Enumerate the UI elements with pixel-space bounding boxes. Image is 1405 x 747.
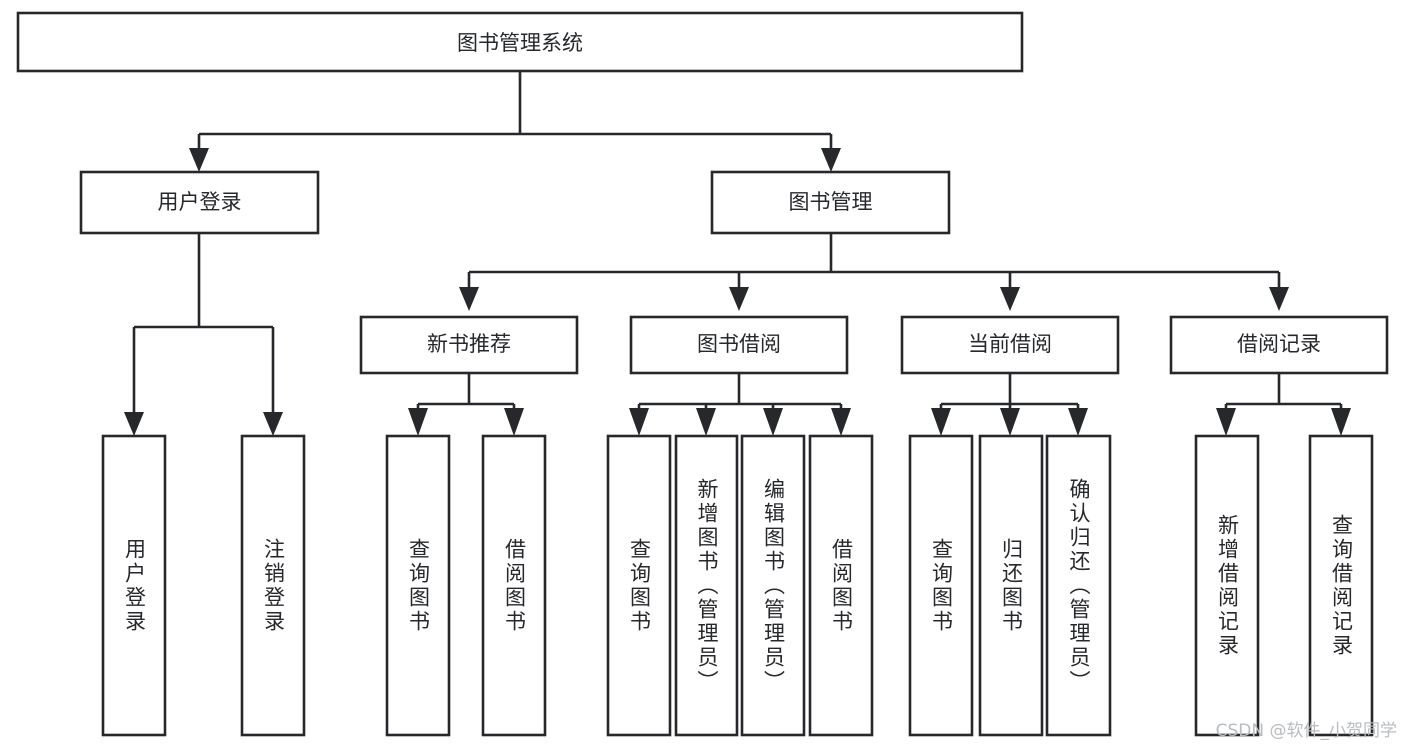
arrow-icon-to-leaf-user-login bbox=[124, 412, 144, 436]
node-leaf-add-record-box[interactable] bbox=[1194, 434, 1260, 737]
node-new-book-recommend-label: 新书推荐 bbox=[427, 332, 511, 356]
arrow-icon-to-new-book-recommend bbox=[459, 287, 479, 311]
node-user-login[interactable]: 用户登录 bbox=[79, 170, 320, 235]
node-layer: 图书管理系统 用户登录 图书管理 新书推荐 图书借阅 bbox=[16, 11, 1389, 737]
node-leaf-query-record-box[interactable] bbox=[1308, 434, 1374, 737]
arrow-icon-to-leaf-add-book bbox=[696, 408, 716, 436]
arrow-icon-to-leaf-query-book-3 bbox=[931, 408, 951, 436]
node-leaf-user-logout-box[interactable] bbox=[240, 434, 306, 737]
node-book-borrow-label: 图书借阅 bbox=[697, 332, 781, 356]
node-book-borrow[interactable]: 图书借阅 bbox=[629, 315, 849, 375]
node-leaf-query-book-1-box[interactable] bbox=[385, 434, 451, 737]
node-current-borrow-box[interactable] bbox=[900, 315, 1120, 375]
csdn-watermark: CSDN @软件_小贺同学 bbox=[1215, 721, 1397, 741]
node-book-borrow-box[interactable] bbox=[629, 315, 849, 375]
node-root-box[interactable] bbox=[16, 11, 1024, 73]
arrow-icon-to-current-borrow bbox=[1000, 287, 1020, 311]
node-leaf-edit-book-box[interactable] bbox=[740, 434, 806, 737]
node-borrow-record-box[interactable] bbox=[1169, 315, 1389, 375]
node-leaf-borrow-book-2-box[interactable] bbox=[808, 434, 874, 737]
node-leaf-query-book-3-box[interactable] bbox=[908, 434, 974, 737]
node-borrow-record[interactable]: 借阅记录 bbox=[1169, 315, 1389, 375]
node-current-borrow-label: 当前借阅 bbox=[968, 332, 1052, 356]
arrow-icon-to-leaf-borrow-book-1 bbox=[504, 408, 524, 436]
node-user-login-box[interactable] bbox=[79, 170, 320, 235]
node-leaf-confirm-return-box[interactable] bbox=[1045, 434, 1112, 737]
arrow-icon-to-leaf-confirm-return bbox=[1068, 408, 1088, 436]
arrow-icon-to-leaf-borrow-book-2 bbox=[831, 408, 851, 436]
arrowhead-layer bbox=[124, 148, 1351, 436]
node-book-manage-box[interactable] bbox=[710, 170, 951, 235]
arrow-icon-to-leaf-query-record bbox=[1331, 408, 1351, 436]
arrow-icon-to-borrow-record bbox=[1269, 287, 1289, 311]
node-leaf-return-book-box[interactable] bbox=[978, 434, 1044, 737]
arrow-icon-to-leaf-add-record bbox=[1216, 408, 1236, 436]
node-book-manage-label: 图书管理 bbox=[789, 190, 873, 214]
arrow-icon-to-leaf-query-book-2 bbox=[629, 408, 649, 436]
arrow-icon-to-user-login bbox=[189, 148, 209, 172]
arrow-icon-to-leaf-return-book bbox=[1000, 408, 1020, 436]
arrow-icon-to-book-borrow bbox=[729, 287, 749, 311]
node-leaf-query-book-2-box[interactable] bbox=[606, 434, 672, 737]
node-borrow-record-label: 借阅记录 bbox=[1237, 332, 1321, 356]
node-leaf-user-login-box[interactable] bbox=[101, 434, 167, 737]
arrow-icon-to-leaf-query-book-1 bbox=[408, 408, 428, 436]
node-new-book-recommend-box[interactable] bbox=[359, 315, 579, 375]
node-root[interactable]: 图书管理系统 bbox=[16, 11, 1024, 73]
arrow-icon-to-leaf-user-logout bbox=[263, 412, 283, 436]
arrow-icon-to-leaf-edit-book bbox=[763, 408, 783, 436]
node-user-login-label: 用户登录 bbox=[158, 190, 242, 214]
node-current-borrow[interactable]: 当前借阅 bbox=[900, 315, 1120, 375]
node-leaf-borrow-book-1-box[interactable] bbox=[481, 434, 547, 737]
node-new-book-recommend[interactable]: 新书推荐 bbox=[359, 315, 579, 375]
node-book-manage[interactable]: 图书管理 bbox=[710, 170, 951, 235]
arrow-icon-to-book-manage bbox=[821, 148, 841, 172]
node-leaf-add-book-box[interactable] bbox=[674, 434, 739, 737]
node-root-label: 图书管理系统 bbox=[457, 31, 583, 55]
